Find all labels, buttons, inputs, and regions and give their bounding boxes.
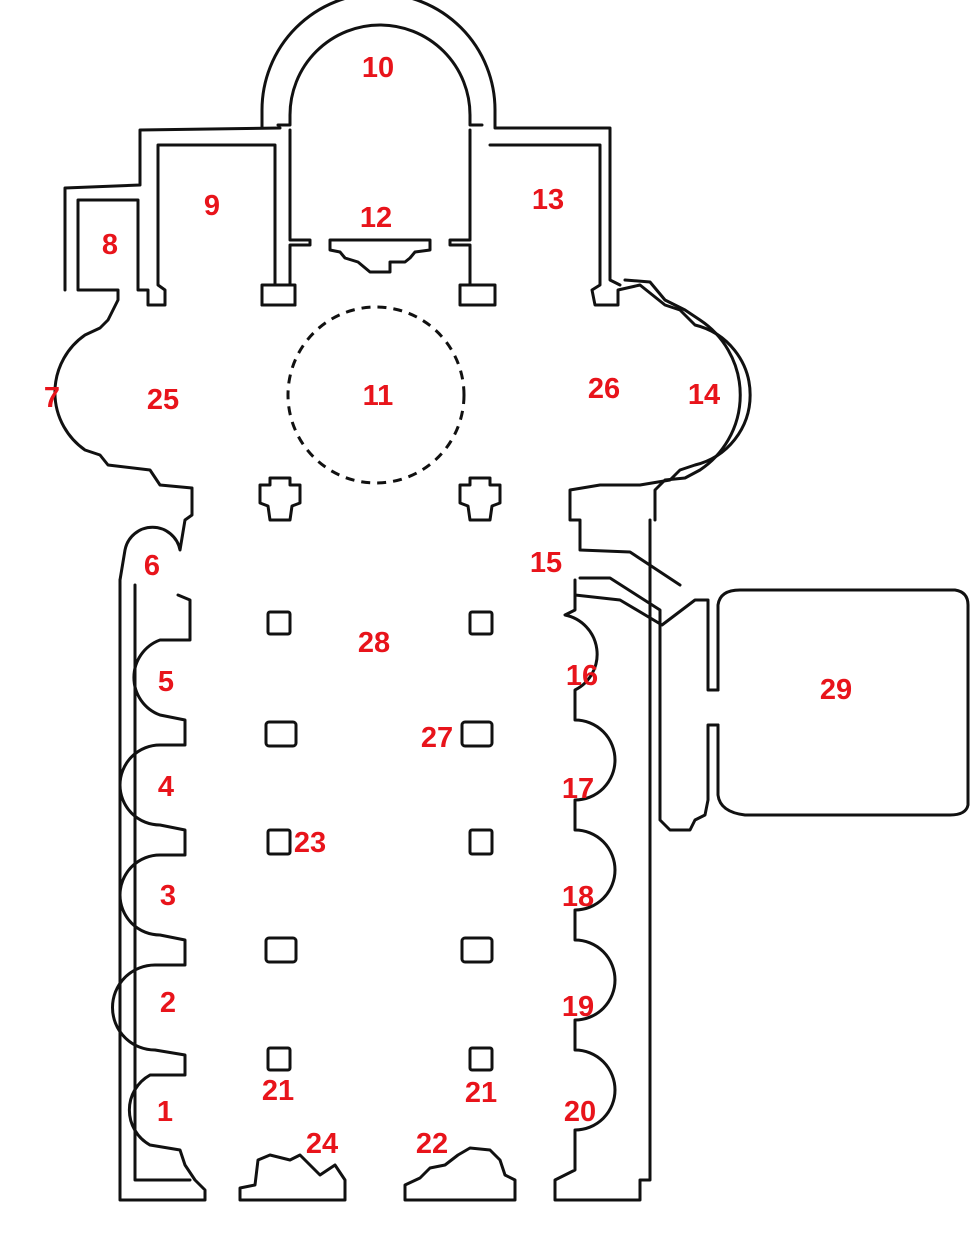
left-transept-wall xyxy=(53,143,297,582)
left-outer-wall xyxy=(111,578,207,1202)
corridor xyxy=(578,576,720,832)
right-transept-wall xyxy=(488,143,752,587)
room-label-19: 19 xyxy=(562,991,594,1023)
room-label-13: 13 xyxy=(532,184,564,216)
pier xyxy=(468,828,494,856)
room-label-1: 1 xyxy=(157,1096,173,1128)
pier xyxy=(460,936,494,964)
apse-right-pillar xyxy=(448,128,472,287)
apse-left-pillar xyxy=(288,128,312,287)
room-label-21b: 21 xyxy=(465,1077,497,1109)
apse-pier-left xyxy=(260,283,297,307)
room-label-2: 2 xyxy=(160,987,176,1019)
pier xyxy=(460,720,494,748)
room-label-20: 20 xyxy=(564,1096,596,1128)
pier xyxy=(468,1046,494,1072)
room-label-4: 4 xyxy=(158,771,174,803)
room-label-7: 7 xyxy=(44,382,60,414)
nave-piers xyxy=(258,283,502,1072)
crossing-pier-right xyxy=(458,476,502,522)
altar xyxy=(328,238,432,274)
room-label-15: 15 xyxy=(530,547,562,579)
room-label-24: 24 xyxy=(306,1128,338,1160)
apse-pier-right xyxy=(458,283,497,307)
entrance-left xyxy=(238,1153,347,1202)
room-label-25: 25 xyxy=(147,384,179,416)
room-label-29: 29 xyxy=(820,674,852,706)
pier xyxy=(264,936,298,964)
entrance-right xyxy=(403,1146,517,1202)
left-outer-wall-inner xyxy=(133,583,192,1182)
apse-outer xyxy=(260,0,622,287)
pier xyxy=(266,1046,292,1072)
room-label-14: 14 xyxy=(688,379,720,411)
room-label-26: 26 xyxy=(588,373,620,405)
right-outer-wall xyxy=(553,518,652,1202)
crossing-pier-left xyxy=(258,476,302,522)
room-label-11: 11 xyxy=(363,380,394,412)
room-label-16: 16 xyxy=(566,660,598,692)
room-label-6: 6 xyxy=(144,550,160,582)
pier xyxy=(266,610,292,636)
room-label-18: 18 xyxy=(562,881,594,913)
room-label-10: 10 xyxy=(362,52,394,84)
room-label-8: 8 xyxy=(102,229,118,261)
room-label-23: 23 xyxy=(294,827,326,859)
pier xyxy=(266,828,292,856)
plan-walls xyxy=(53,0,970,1202)
room-label-12: 12 xyxy=(360,202,392,234)
room-label-17: 17 xyxy=(562,773,594,805)
room-label-3: 3 xyxy=(160,880,176,912)
pier xyxy=(468,610,494,636)
sacristy-room xyxy=(716,588,970,817)
room-label-5: 5 xyxy=(158,666,174,698)
right-transept-outer xyxy=(623,278,742,522)
crossing-dome-outline xyxy=(286,305,466,485)
room-label-21a: 21 xyxy=(262,1075,294,1107)
corridor-inner xyxy=(573,593,720,692)
room-label-22: 22 xyxy=(416,1128,448,1160)
left-transept-outer xyxy=(63,126,282,292)
room-label-9: 9 xyxy=(204,190,220,222)
room-label-28: 28 xyxy=(358,627,390,659)
pier xyxy=(264,720,298,748)
room-label-27: 27 xyxy=(421,722,453,754)
apse-inner xyxy=(276,23,484,127)
